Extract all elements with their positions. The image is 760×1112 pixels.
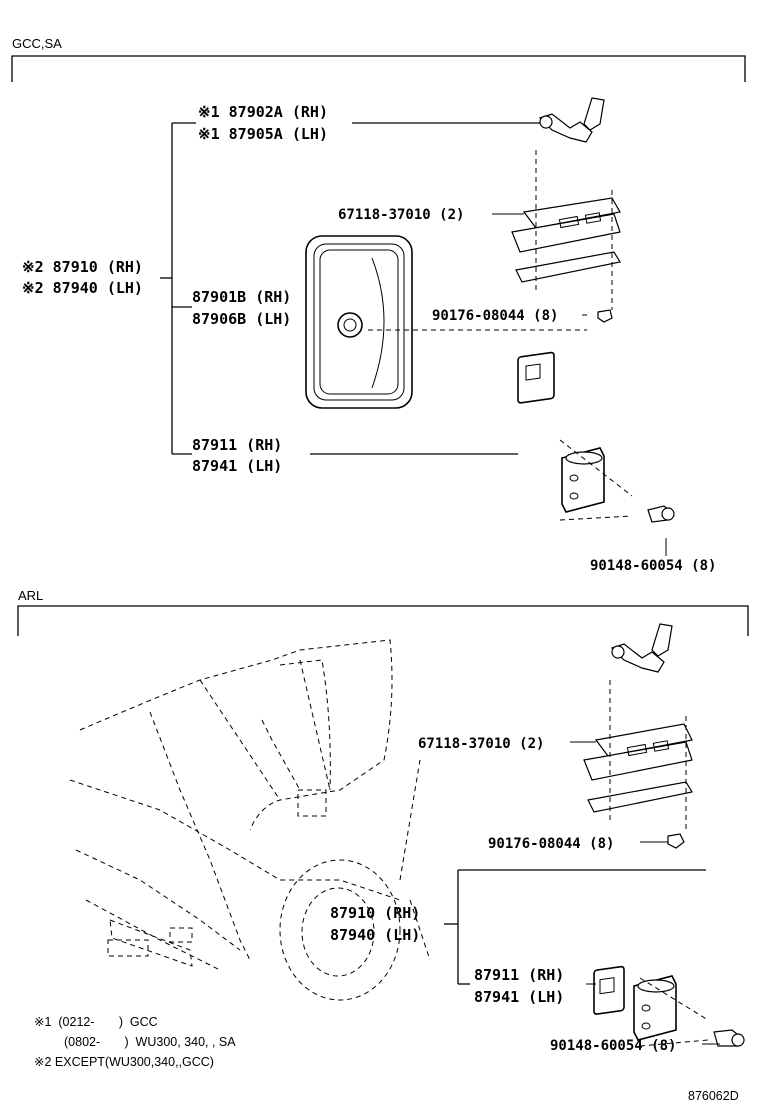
bracket-plates-bottom <box>583 680 693 849</box>
bracket-plates-top <box>511 150 621 323</box>
section-bracket-bottom <box>17 605 749 636</box>
footnotes: ※1 (0212- ) GCC (0802- ) WU300, 340, , S… <box>34 1015 236 1069</box>
label-87910: ※2 87910 (RH) <box>22 258 143 276</box>
labels-top: ※1 87902A (RH) ※1 87905A (LH) ※2 87910 (… <box>22 103 716 574</box>
labels-bottom: 67118-37010 (2) 90176-08044 (8) 87910 (R… <box>330 736 676 1054</box>
label-87911: 87911 (RH) <box>192 436 282 454</box>
note-1-line-1: ※1 (0212- ) GCC <box>34 1015 158 1029</box>
label-90148: 90148-60054 (8) <box>590 558 716 574</box>
label-67118: 67118-37010 (2) <box>338 207 464 223</box>
label-87910-arl: 87910 (RH) <box>330 904 420 922</box>
section-label-arl: ARL <box>18 588 43 603</box>
mirror-base-bottom <box>593 965 745 1047</box>
label-87940-arl: 87940 (LH) <box>330 926 420 944</box>
leader-lines-top <box>160 122 667 556</box>
label-87906b: 87906B (LH) <box>192 310 291 328</box>
label-67118-arl: 67118-37010 (2) <box>418 736 544 752</box>
leader-lines-bottom <box>444 741 720 1045</box>
label-87941: 87941 (LH) <box>192 457 282 475</box>
mirror-base-top <box>517 351 675 523</box>
label-90176: 90176-08044 (8) <box>432 308 558 324</box>
diagram-id: 876062D <box>688 1089 739 1103</box>
label-87902a: ※1 87902A (RH) <box>198 103 328 121</box>
label-87901b: 87901B (RH) <box>192 288 291 306</box>
section-bracket-top <box>11 55 746 82</box>
label-90148-arl: 90148-60054 (8) <box>550 1038 676 1054</box>
label-87941-arl: 87941 (LH) <box>474 988 564 1006</box>
label-87911-arl: 87911 (RH) <box>474 966 564 984</box>
section-label-gcc-sa: GCC,SA <box>12 36 62 51</box>
label-87940: ※2 87940 (LH) <box>22 279 143 297</box>
note-1-line-2: (0802- ) WU300, 340, , SA <box>64 1035 236 1049</box>
label-90176-arl: 90176-08044 (8) <box>488 836 614 852</box>
vehicle-outline <box>69 639 431 1001</box>
note-2: ※2 EXCEPT(WU300,340,,GCC) <box>34 1055 214 1069</box>
label-87905a: ※1 87905A (LH) <box>198 125 328 143</box>
